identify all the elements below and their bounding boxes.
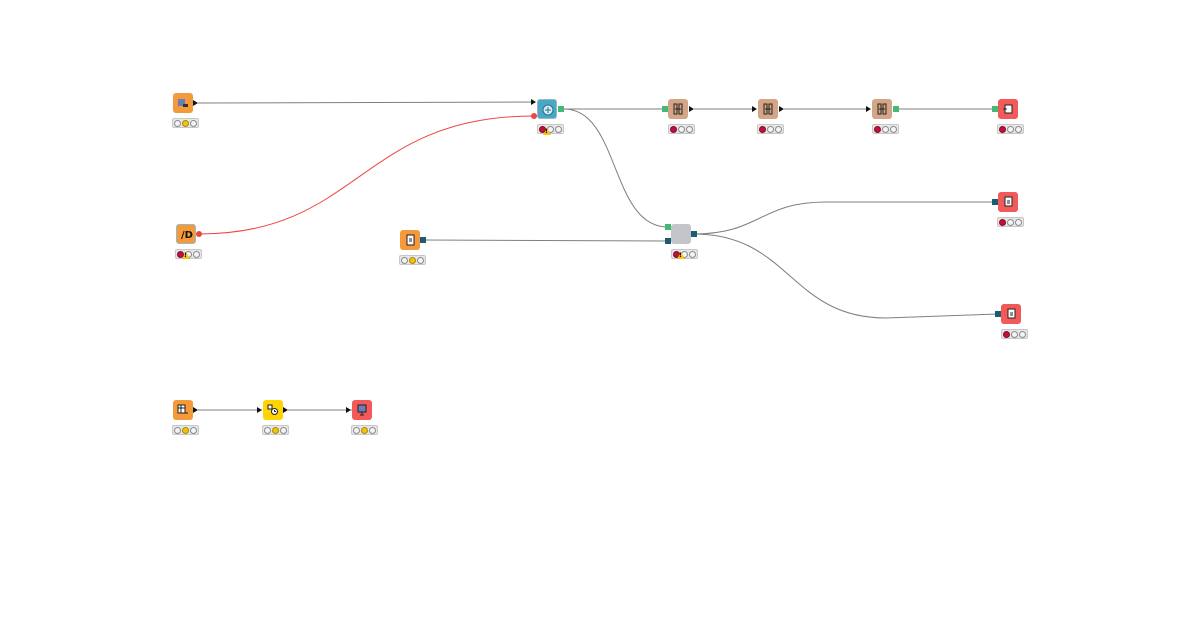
node-file-writer[interactable] [1001,304,1021,324]
file-writer-icon [1001,304,1021,324]
node-status [262,425,289,435]
column-filter-icon [872,99,892,119]
input-port[interactable] [992,199,998,205]
input-port[interactable] [752,106,757,112]
node-status [399,255,426,265]
output-port[interactable] [893,106,899,112]
node-status [757,124,784,134]
node-file-reader[interactable] [400,230,420,250]
input-port[interactable] [665,224,671,230]
file-writer-icon [998,192,1018,212]
node-status [1001,329,1028,339]
input-port[interactable] [346,407,351,413]
warning-icon [182,252,190,259]
node-table-view[interactable] [352,400,372,420]
node-column-filter[interactable] [872,99,892,119]
column-filter-icon [758,99,778,119]
output-port[interactable] [691,231,697,237]
warning-icon [677,252,685,259]
node-status [172,118,199,128]
output-port[interactable] [420,237,426,243]
input-port[interactable] [995,311,1001,317]
flow-connection-n9-n2[interactable] [198,115,535,235]
output-port[interactable] [558,106,564,112]
node-spark-learner[interactable] [537,99,557,119]
node-status [997,217,1024,227]
flow-variable-input-port[interactable] [531,113,537,119]
writer-icon [998,99,1018,119]
input-port[interactable] [665,238,671,244]
connection-n10-n11[interactable] [423,239,669,242]
connection-n2-n11[interactable] [563,108,669,228]
node-status [997,124,1024,134]
output-port[interactable] [193,407,198,413]
node-column-filter[interactable] [758,99,778,119]
node-table-creator[interactable] [173,400,193,420]
flow-variable-icon: /D [181,229,193,241]
input-port[interactable] [866,106,871,112]
node-status [351,425,378,435]
node-column-filter[interactable] [668,99,688,119]
file-reader-icon [400,230,420,250]
flow-variable-output-port[interactable] [196,231,202,237]
output-port[interactable] [193,100,198,106]
node-status [668,124,695,134]
node-timer[interactable] [263,400,283,420]
node-flow-variable[interactable]: /D [176,224,196,244]
node-file-writer[interactable] [998,192,1018,212]
timer-icon [263,400,283,420]
table-creator-icon [173,400,193,420]
output-port[interactable] [779,106,784,112]
input-port[interactable] [531,99,536,105]
column-filter-icon [668,99,688,119]
spark-icon [538,100,558,120]
connection-n1-n2[interactable] [197,101,535,104]
input-port[interactable] [992,106,998,112]
connection-n11-n7[interactable] [693,201,994,235]
input-port[interactable] [662,106,668,112]
node-writer[interactable] [998,99,1018,119]
input-port[interactable] [257,407,262,413]
output-port[interactable] [689,106,694,112]
metanode-icon [671,224,691,244]
connection-n11-n8[interactable] [693,233,999,319]
node-status [872,124,899,134]
db-reader-icon [173,93,193,113]
table-view-icon [352,400,372,420]
node-status [172,425,199,435]
output-port[interactable] [283,407,288,413]
node-db-reader[interactable] [173,93,193,113]
warning-icon [543,128,551,135]
node-metanode[interactable] [671,224,691,244]
